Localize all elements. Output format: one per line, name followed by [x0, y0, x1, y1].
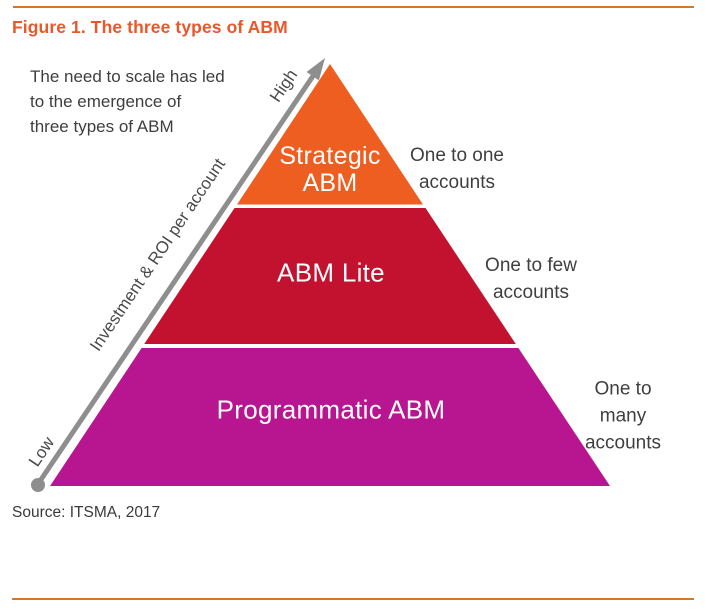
axis-arrow-head-icon — [306, 58, 325, 81]
scope-one-to-many-label: One to many accounts — [584, 378, 662, 454]
tier-strategic-shape — [237, 64, 423, 205]
scope-one-to-one-label: One to one accounts — [409, 145, 505, 193]
tier-programmatic-label: Programmatic ABM — [216, 394, 446, 425]
axis-origin-dot — [31, 478, 45, 492]
figure-title: Figure 1. The three types of ABM — [12, 17, 288, 37]
tier-strategic-label: Strategic ABM — [279, 142, 381, 197]
tier-lite-shape — [144, 208, 516, 344]
tier-programmatic-shape — [50, 348, 610, 486]
source-text: Source: ITSMA, 2017 — [12, 504, 161, 521]
scope-one-to-few-label: One to few accounts — [485, 255, 577, 303]
intro-text: The need to scale has led to the emergen… — [30, 67, 225, 136]
axis-arrow-line — [35, 74, 316, 486]
tier-lite-label: ABM Lite — [277, 257, 385, 288]
